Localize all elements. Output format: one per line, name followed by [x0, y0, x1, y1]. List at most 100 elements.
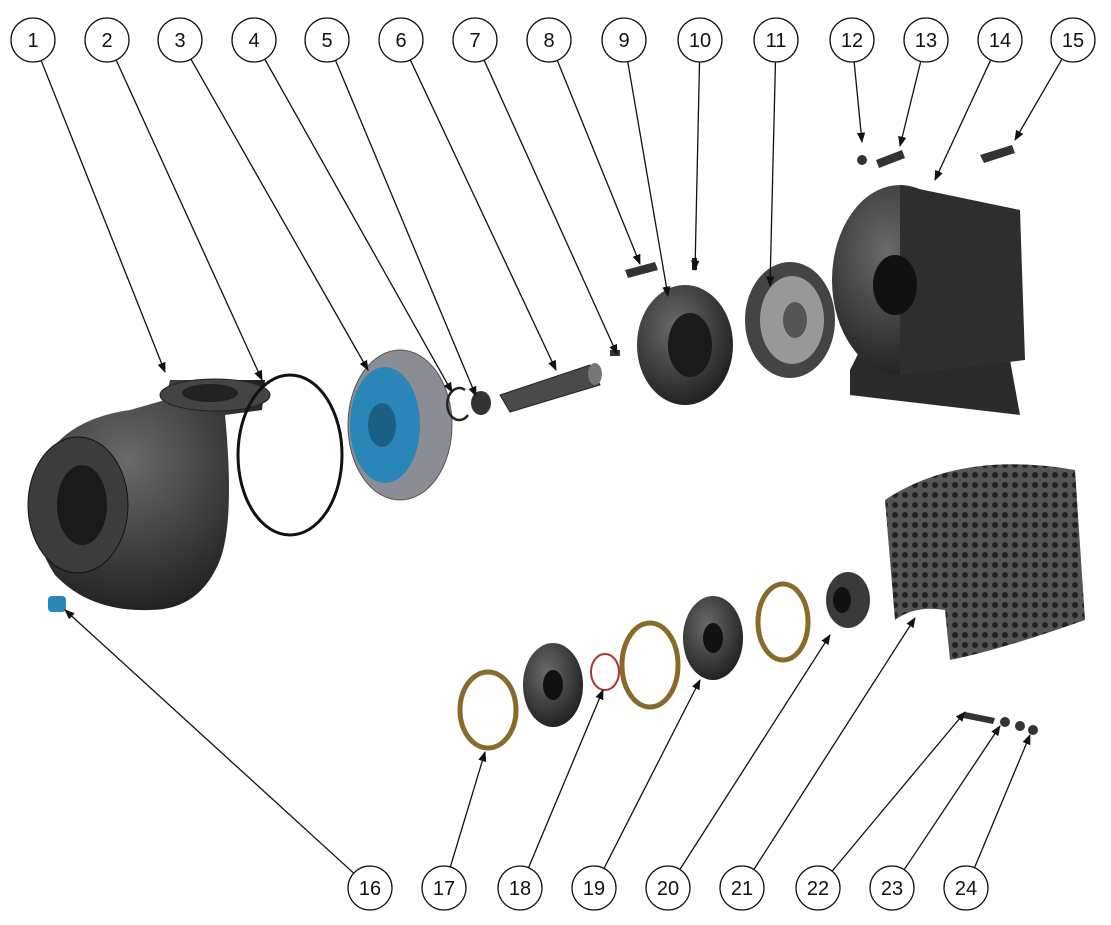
gasket-19 [619, 620, 681, 710]
seal-21 [826, 572, 870, 628]
balloon-circle [421, 865, 467, 911]
callout-number: 21 [731, 878, 753, 900]
callout-number: 6 [395, 30, 406, 52]
balloon-circle [378, 17, 424, 63]
balloon-circle [571, 865, 617, 911]
callout-number: 24 [955, 878, 977, 900]
leader-line-10 [691, 61, 701, 272]
balloon-circle [304, 17, 350, 63]
callout-number: 13 [915, 30, 937, 52]
leader-line-11 [766, 61, 777, 288]
leader-line-1 [40, 60, 166, 373]
leader-line-20 [679, 634, 831, 870]
leader-line-19 [603, 679, 701, 869]
shaft-sleeve [499, 363, 602, 413]
bearing-18 [523, 643, 583, 727]
balloon-circle [526, 17, 572, 63]
leader-line-18 [527, 689, 604, 868]
callout-number: 23 [881, 878, 903, 900]
callout-balloon-21: 21 [719, 865, 765, 911]
balloon-circle [10, 17, 56, 63]
leader-line-21 [753, 617, 916, 870]
balloon-circle [452, 17, 498, 63]
callout-balloon-20: 20 [645, 865, 691, 911]
balloon-circle [869, 865, 915, 911]
callout-number: 18 [509, 878, 531, 900]
drain-plug [48, 596, 66, 612]
hex-bolt [876, 150, 905, 168]
callout-balloon-12: 12 [829, 17, 875, 63]
balloon-circle [347, 865, 393, 911]
impeller [347, 349, 453, 501]
balloon-circle [677, 17, 723, 63]
callout-balloon-3: 3 [157, 17, 203, 63]
balloon-circle [903, 17, 949, 63]
retaining-ring [446, 386, 470, 422]
gasket-17 [457, 669, 519, 751]
callout-number: 19 [583, 878, 605, 900]
callout-balloon-23: 23 [869, 865, 915, 911]
small-o-ring [590, 653, 620, 691]
leader-line-4 [264, 58, 453, 393]
callout-number: 16 [359, 878, 381, 900]
callout-balloon-4: 4 [231, 17, 277, 63]
balloon-circle [795, 865, 841, 911]
balloon-circle [645, 865, 691, 911]
leader-line-14 [934, 59, 992, 181]
callout-balloon-15: 15 [1050, 17, 1096, 63]
callout-number: 9 [618, 30, 629, 52]
cap-screw [625, 262, 658, 278]
callout-balloon-22: 22 [795, 865, 841, 911]
callout-number: 12 [841, 30, 863, 52]
callout-balloon-9: 9 [601, 17, 647, 63]
callout-number: 4 [248, 30, 259, 52]
callout-number: 15 [1062, 30, 1084, 52]
callout-balloon-8: 8 [526, 17, 572, 63]
leader-line-12 [853, 61, 866, 144]
leader-line-7 [483, 59, 618, 355]
callout-number: 14 [989, 30, 1011, 52]
balloon-circle [601, 17, 647, 63]
leader-line-17 [449, 751, 487, 868]
leader-line-9 [627, 61, 671, 298]
wear-plate-adapter [745, 262, 835, 378]
balloon-circle [719, 865, 765, 911]
callout-number: 3 [174, 30, 185, 52]
balloon-circle [84, 17, 130, 63]
casing-o-ring [236, 373, 344, 537]
leader-line-5 [334, 60, 477, 397]
callout-balloon-6: 6 [378, 17, 424, 63]
leader-line-23 [903, 725, 1001, 871]
guard-lock-washer [1015, 721, 1025, 731]
callout-number: 7 [469, 30, 480, 52]
callout-balloon-24: 24 [943, 865, 989, 911]
guard-screw [963, 712, 995, 724]
leader-line-15 [1014, 58, 1063, 141]
balloon-circle [497, 865, 543, 911]
leader-line-24 [973, 734, 1031, 868]
callout-balloon-18: 18 [497, 865, 543, 911]
balloon-circle [943, 865, 989, 911]
callout-balloon-19: 19 [571, 865, 617, 911]
guard-nut [1028, 725, 1038, 735]
leader-line-6 [409, 59, 557, 371]
leader-line-8 [556, 60, 641, 265]
callout-number: 8 [543, 30, 554, 52]
guard-washer [1000, 717, 1010, 727]
callout-number: 11 [766, 30, 787, 52]
callout-balloon-14: 14 [977, 17, 1023, 63]
balloon-circle [231, 17, 277, 63]
callout-balloon-2: 2 [84, 17, 130, 63]
leader-line-3 [190, 58, 369, 371]
callout-balloon-16: 16 [347, 865, 393, 911]
callout-number: 10 [689, 30, 711, 52]
bearing-19 [683, 596, 743, 680]
callout-number: 22 [807, 878, 829, 900]
balloon-circle [977, 17, 1023, 63]
callout-balloon-17: 17 [421, 865, 467, 911]
gasket-20 [755, 581, 811, 663]
lock-washer [857, 155, 867, 165]
